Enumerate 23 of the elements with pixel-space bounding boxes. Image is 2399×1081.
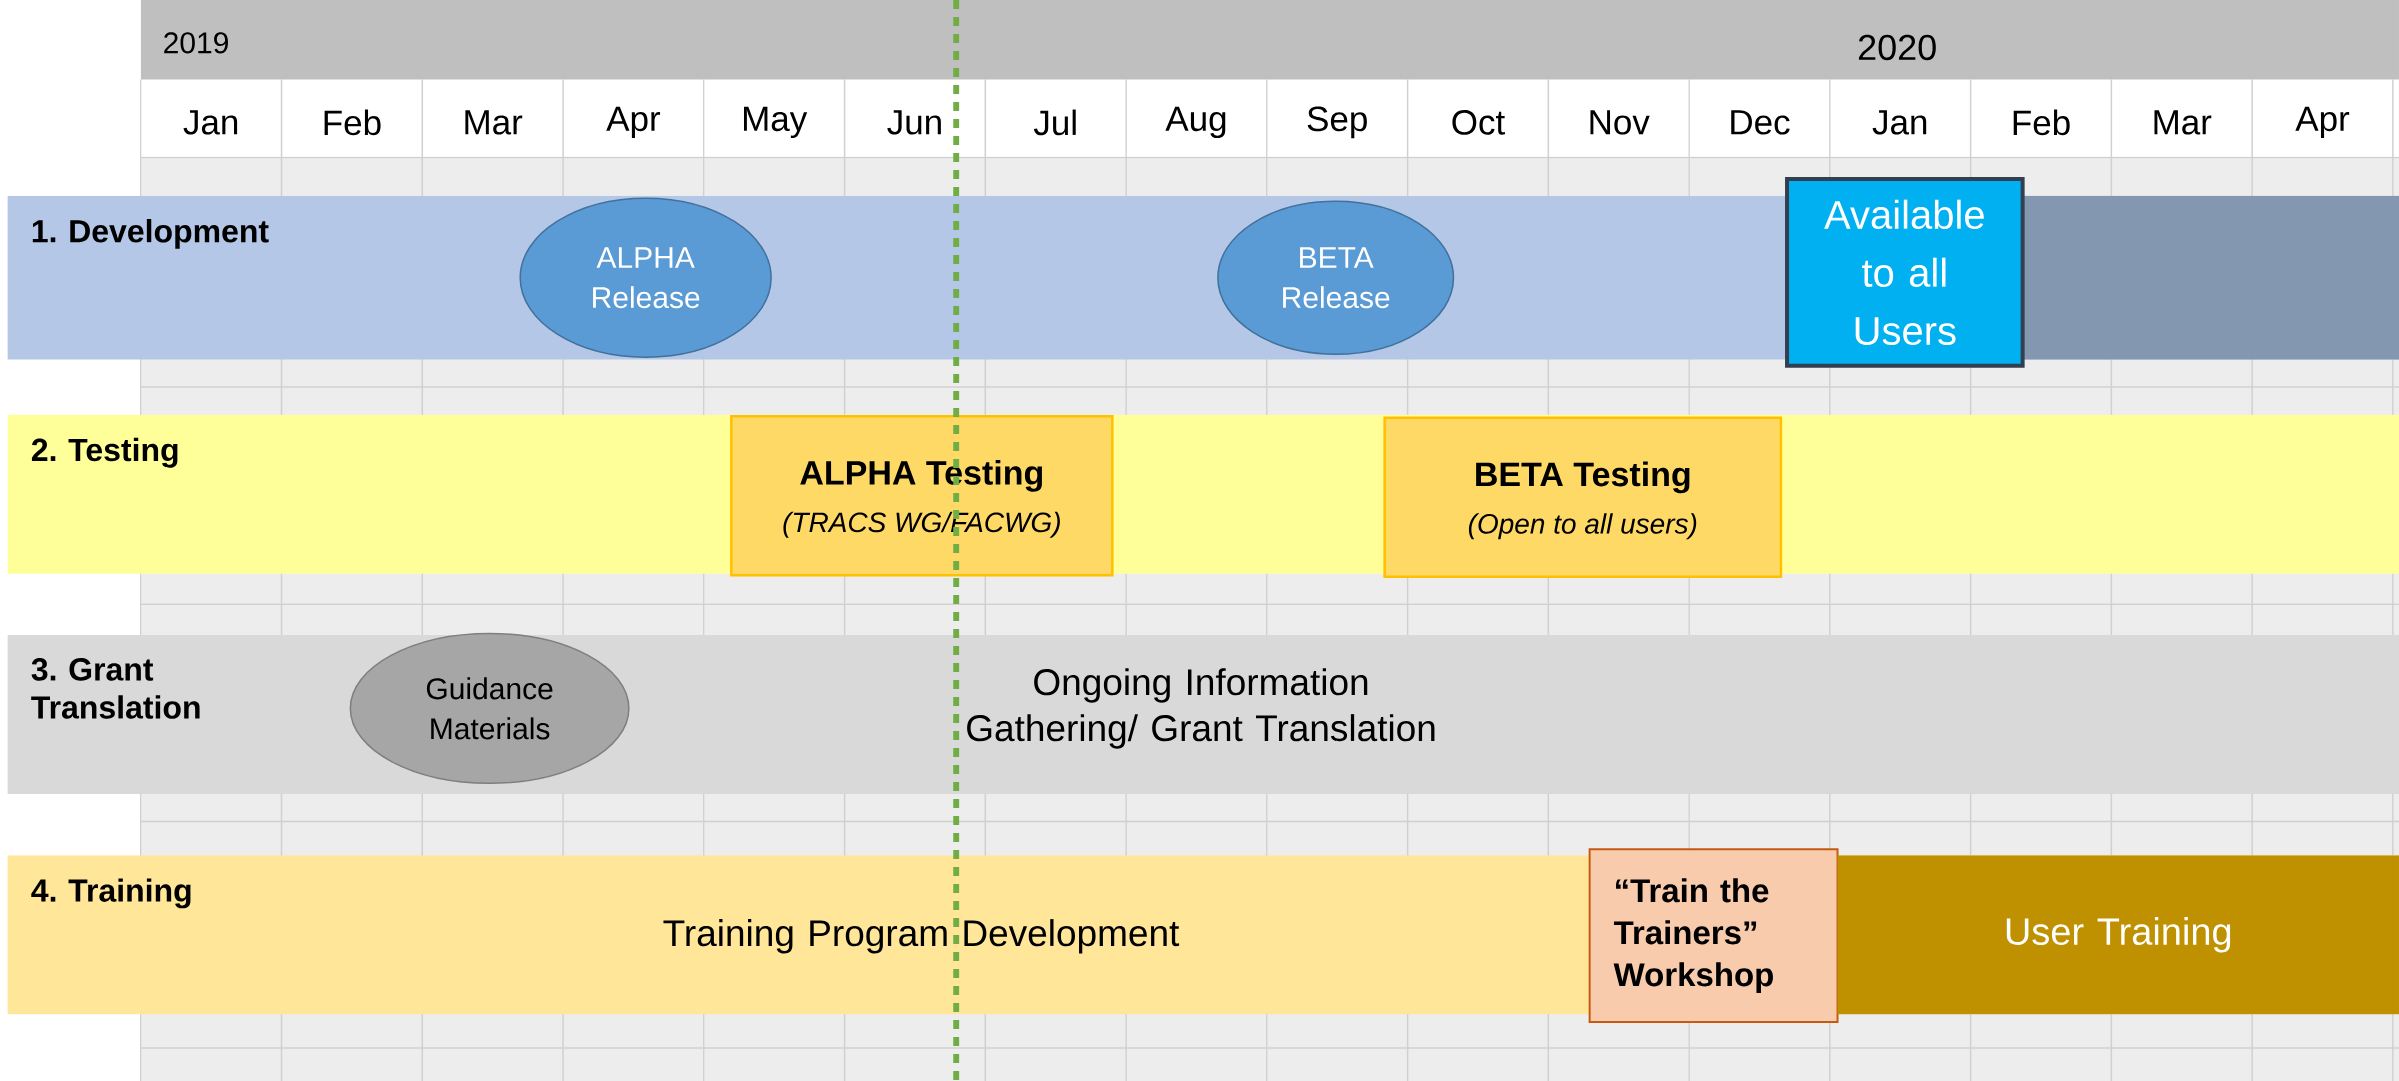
year-label: 2020 (1858, 34, 1936, 61)
phase-box: BETA Testing (Open to all users) (1383, 416, 1783, 579)
month-label: May (744, 106, 808, 139)
month-label: Jun (887, 110, 941, 135)
month-label: Jan (183, 110, 238, 135)
month-label: Sep (1307, 106, 1367, 139)
month-label: Apr (2295, 106, 2350, 139)
month-label: Jan (1872, 110, 1927, 135)
month-label: Jul (1033, 109, 1076, 136)
month-label: Mar (2154, 110, 2212, 135)
release-box: Available to all Users (1785, 177, 2025, 368)
month-label: Apr (606, 106, 661, 139)
month-label: Mar (465, 110, 523, 135)
month-label: Feb (2013, 109, 2070, 136)
phase-box: ALPHA Testing (TRACS WG/FACWG) (730, 414, 1114, 577)
training-box: User Training (1837, 855, 2399, 1015)
year-label: 2019 (164, 32, 228, 54)
month-label: Aug (1165, 106, 1226, 139)
month-label: Feb (324, 109, 381, 136)
month-label: Nov (1590, 110, 1650, 135)
workshop-box: “Train the Trainers” Workshop (1588, 848, 1839, 1024)
month-label: Dec (1731, 110, 1790, 135)
month-label: Oct (1452, 110, 1505, 135)
